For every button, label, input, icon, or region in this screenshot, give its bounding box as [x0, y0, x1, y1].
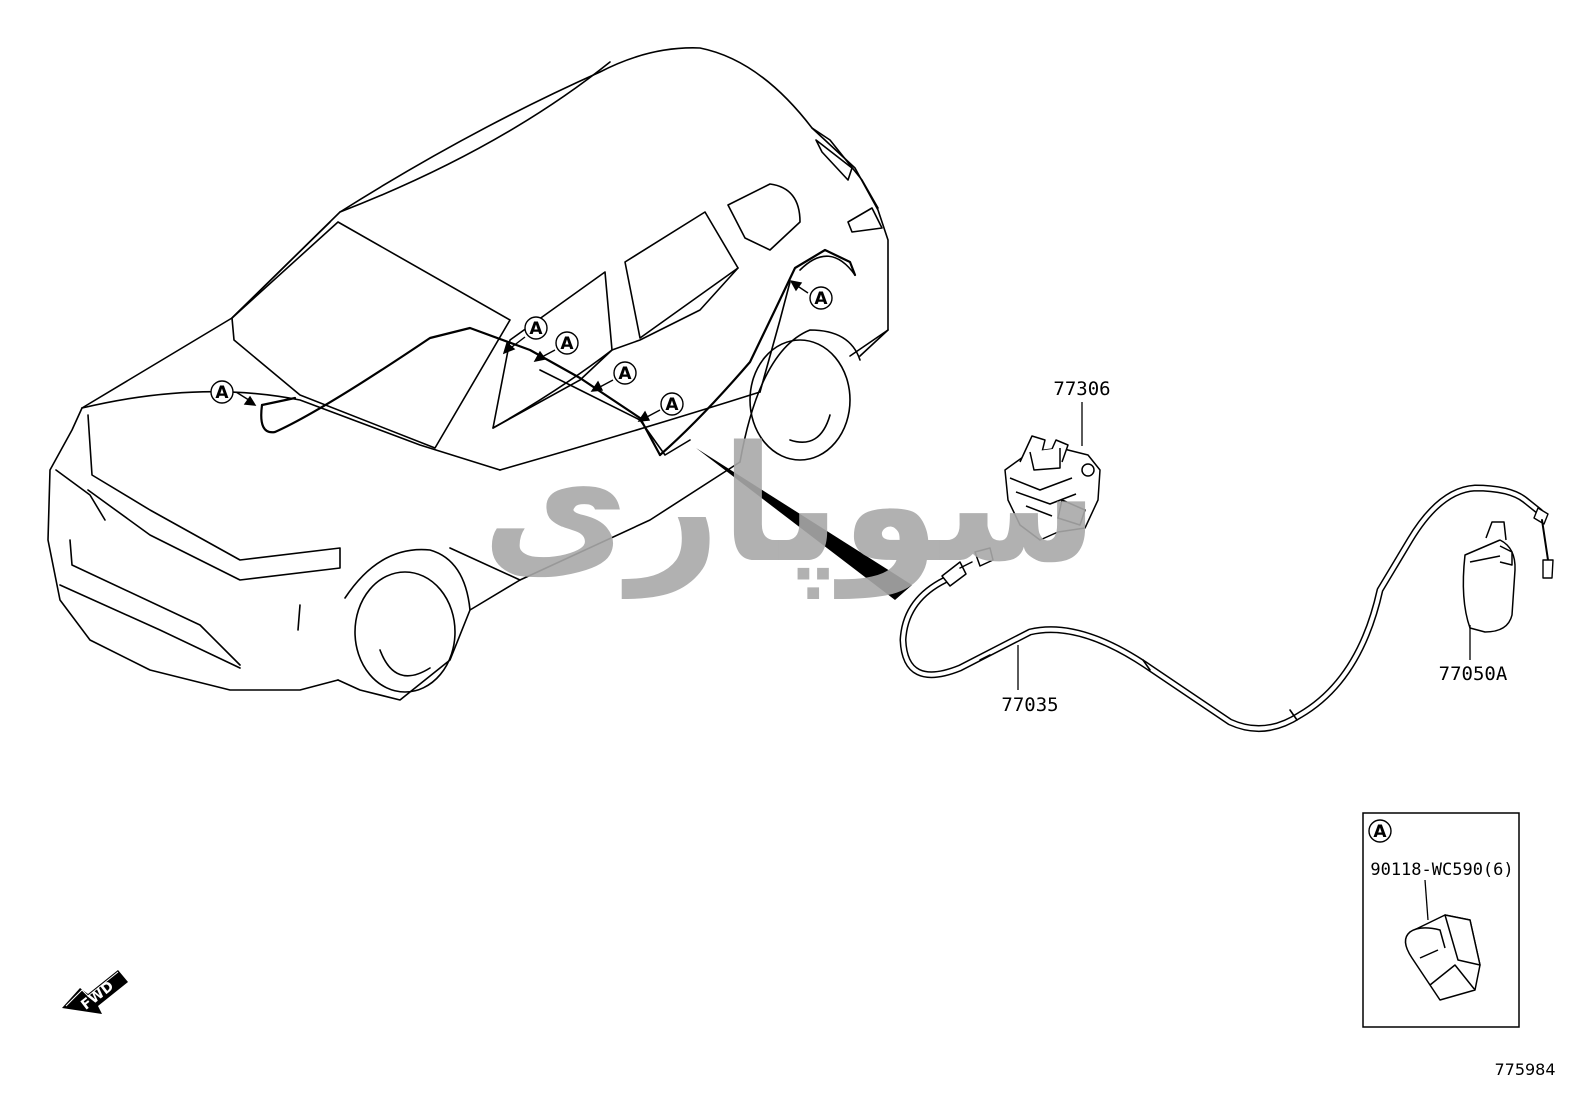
lid-opener: [1462, 521, 1516, 633]
ref-callout-a: A: [210, 380, 257, 406]
latch-assembly: [1004, 435, 1101, 541]
vehicle-outline: [47, 47, 889, 701]
ref-callouts: A A A A A A: [210, 280, 833, 422]
ref-letter: A: [618, 364, 632, 384]
illustration-number: 775984: [1494, 1060, 1555, 1079]
release-cable: [899, 484, 1554, 733]
ref-letter: A: [215, 383, 229, 403]
leader-wedge: [696, 448, 912, 600]
inset-marker: A: [1373, 822, 1387, 842]
ref-callout-a: A: [502, 316, 548, 355]
ref-callout-a: A: [789, 280, 833, 310]
detail-inset: A 90118-WC590(6): [1362, 812, 1520, 1028]
part-label-cable: 77035: [1001, 694, 1058, 716]
clip-drawing: [1404, 914, 1481, 1001]
ref-letter: A: [665, 395, 679, 415]
ref-letter: A: [560, 334, 574, 354]
ref-callout-a: A: [637, 392, 684, 422]
part-label-latch: 77306: [1053, 378, 1110, 400]
part-label-lid-opener: 77050A: [1439, 663, 1508, 685]
fwd-arrow: FWD: [62, 970, 128, 1014]
clip-part-number: 90118-WC590(6): [1370, 860, 1513, 880]
ref-callout-a: A: [590, 361, 637, 392]
watermark: سوپاری: [482, 411, 1099, 599]
ref-letter: A: [814, 289, 828, 309]
ref-callout-a: A: [533, 331, 579, 362]
ref-letter: A: [529, 319, 543, 339]
